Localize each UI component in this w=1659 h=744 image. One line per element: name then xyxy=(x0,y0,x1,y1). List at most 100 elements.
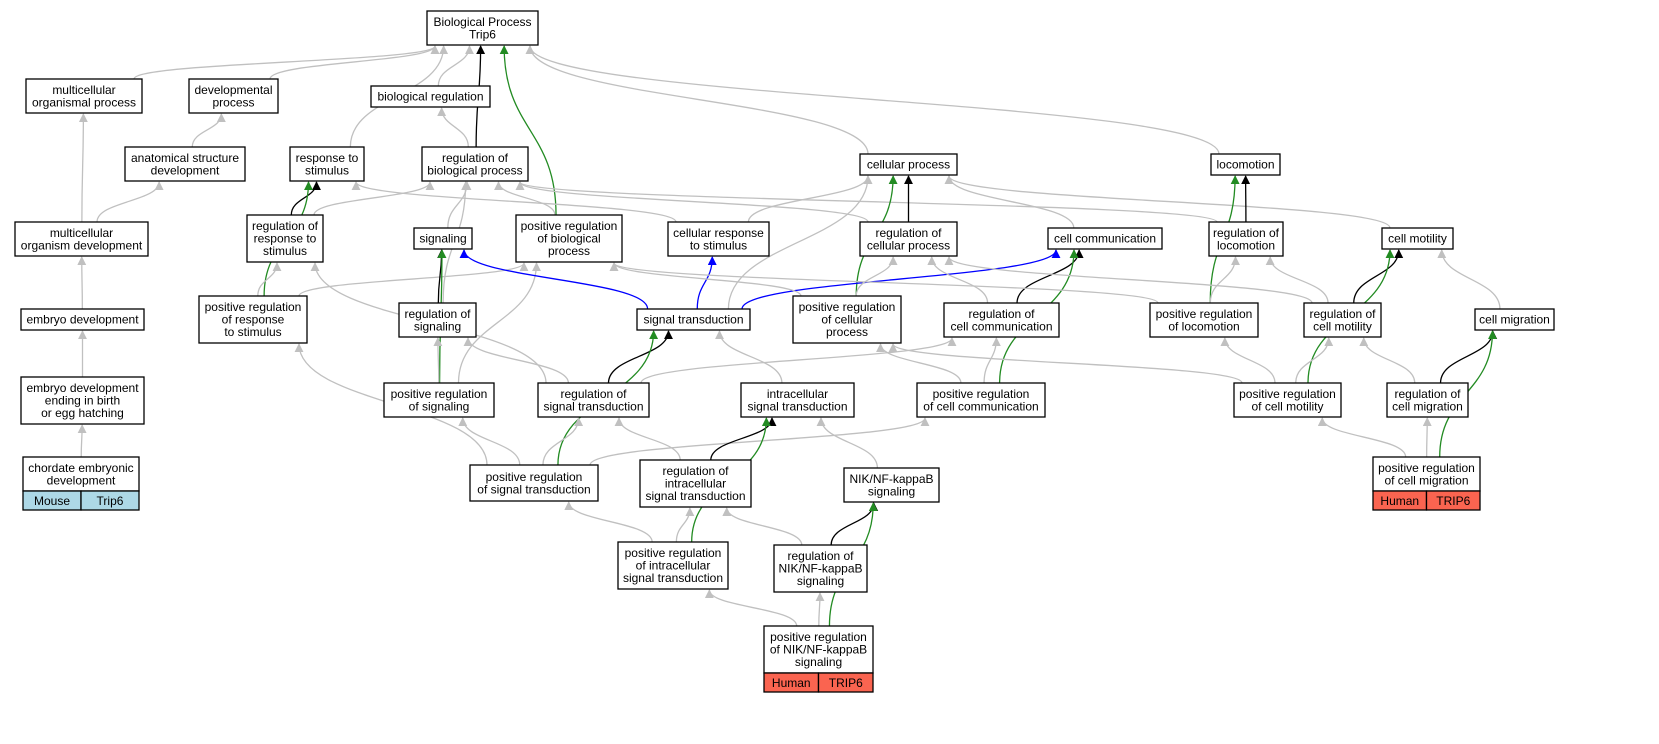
edge-prbp-to-bp xyxy=(499,45,557,216)
node-box xyxy=(246,214,324,263)
go-term-node-loc[interactable]: locomotion xyxy=(1210,153,1281,176)
node-label: signaling xyxy=(795,655,842,669)
node-label: NIK/NF-kappaB xyxy=(849,472,933,486)
edge-rcmig-to-cmig xyxy=(1439,330,1498,384)
edge-mop-to-bp xyxy=(133,45,440,80)
edge-prloc-to-rloc xyxy=(1209,256,1240,304)
node-box xyxy=(617,541,729,590)
node-box xyxy=(1381,227,1454,250)
edge-prcm-to-prcp xyxy=(888,343,1243,384)
svg-text:Human: Human xyxy=(772,676,811,690)
go-term-node-br[interactable]: biological regulation xyxy=(370,85,491,108)
go-term-node-st[interactable]: signal transduction xyxy=(636,308,751,331)
node-label: development xyxy=(47,473,116,487)
go-term-node-cmig[interactable]: cell migration xyxy=(1474,308,1555,331)
node-label: regulation of xyxy=(1213,226,1280,240)
edge-rnik-to-rist xyxy=(722,507,803,546)
node-label: of response xyxy=(222,313,285,327)
node-label: positive regulation xyxy=(933,387,1030,401)
node-label: regulation of xyxy=(787,549,854,563)
node-label: development xyxy=(151,163,220,177)
node-label: regulation of xyxy=(560,387,627,401)
node-label: signal transduction xyxy=(645,489,745,503)
edge-rbp-to-br xyxy=(437,107,469,148)
go-term-node-sig[interactable]: signaling xyxy=(413,227,473,250)
edge-crs-to-cp xyxy=(747,175,873,223)
go-term-node-cp[interactable]: cellular process xyxy=(859,153,958,176)
node-label: intracellular xyxy=(767,387,828,401)
edge-st-to-crs xyxy=(696,256,717,310)
node-label: to stimulus xyxy=(224,325,281,339)
node-label: regulation of xyxy=(252,219,319,233)
node-box xyxy=(1208,221,1284,257)
node-box xyxy=(20,308,145,331)
node-box xyxy=(20,376,145,425)
go-term-node-cm[interactable]: cell motility xyxy=(1381,227,1454,250)
node-label: cellular process xyxy=(867,158,950,172)
node-label: of cell communication xyxy=(923,399,1038,413)
node-label: cellular response xyxy=(673,226,764,240)
node-label: process xyxy=(548,244,590,258)
gene-cell: TRIP6 xyxy=(1425,490,1481,511)
go-term-node-ed[interactable]: embryo development xyxy=(20,308,145,331)
edge-rcmig-to-rcm xyxy=(1359,337,1416,384)
edge-rcm-to-rcp xyxy=(944,256,1313,304)
node-label: response to xyxy=(254,232,317,246)
go-term-node-cc[interactable]: cell communication xyxy=(1047,227,1163,250)
node-label: cell migration xyxy=(1392,399,1463,413)
edge-loc-to-bp xyxy=(525,45,1220,155)
edge-cm-to-cp xyxy=(944,175,1391,229)
node-label: signaling xyxy=(419,232,466,246)
node-label: embryo development xyxy=(26,381,139,395)
node-label: multicellular xyxy=(50,226,113,240)
node-label: intracellular xyxy=(665,477,726,491)
node-label: of NIK/NF-kappaB xyxy=(770,643,867,657)
node-label: positive regulation xyxy=(799,300,896,314)
node-label: positive regulation xyxy=(1378,461,1475,475)
node-box xyxy=(188,78,279,114)
svg-text:TRIP6: TRIP6 xyxy=(1436,494,1470,508)
edge-asd-to-dp xyxy=(191,113,226,148)
node-box xyxy=(1303,302,1382,338)
node-label: signal transduction xyxy=(623,571,723,585)
node-label: of intracellular xyxy=(636,559,711,573)
node-box xyxy=(763,625,874,674)
node-label: Trip6 xyxy=(469,27,496,41)
node-label: chordate embryonic xyxy=(28,461,133,475)
edge-prist-to-rist xyxy=(675,507,695,543)
